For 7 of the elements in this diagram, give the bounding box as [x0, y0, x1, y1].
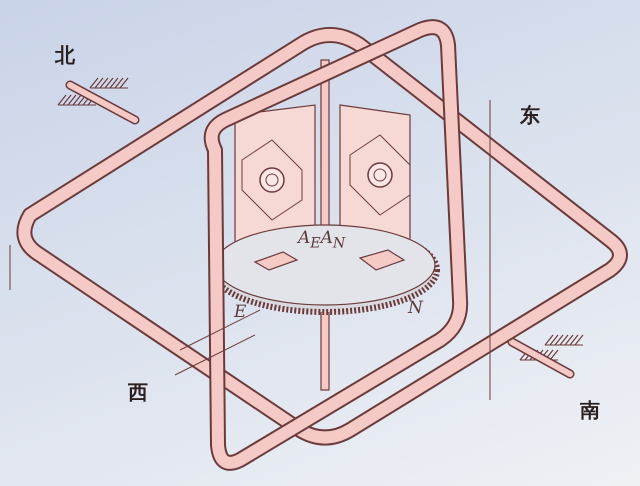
compass-label: 北 — [55, 45, 75, 65]
pole-label: N — [408, 300, 423, 317]
coil-label: A$_{E}$A$_{N}$ — [298, 230, 346, 251]
compass-label: 西 — [128, 382, 148, 402]
compass-label: 东 — [520, 105, 540, 125]
compass-label: 南 — [580, 400, 600, 420]
pole-label: E — [234, 304, 246, 321]
